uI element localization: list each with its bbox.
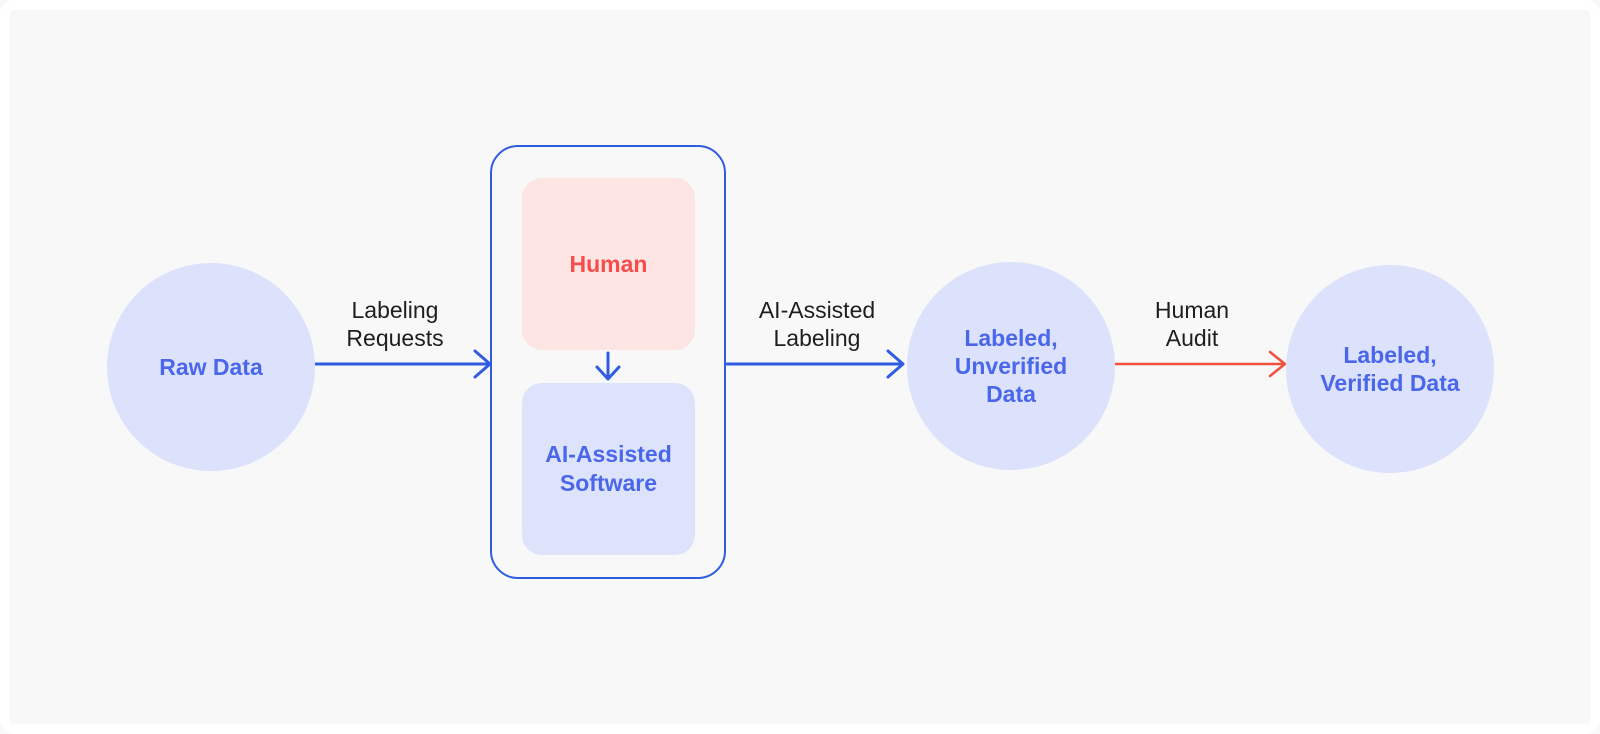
- node-ai-software: AI-Assisted Software: [522, 383, 695, 555]
- human-to-software-arrow: [595, 351, 621, 381]
- node-raw-data: Raw Data: [107, 263, 315, 471]
- node-labeled-verified: Labeled, Verified Data: [1286, 265, 1494, 473]
- node-labeled-unverified-label: Labeled, Unverified Data: [954, 324, 1068, 408]
- labeling-requests-arrow: [314, 349, 492, 379]
- edge-label-ai-assisted-labeling: AI-Assisted Labeling: [758, 297, 876, 351]
- ai-assisted-labeling-arrow: [725, 349, 905, 379]
- node-human: Human: [522, 178, 695, 350]
- arrowhead-down-icon: [595, 365, 621, 381]
- arrowhead-right-icon: [1268, 350, 1287, 378]
- node-labeled-unverified: Labeled, Unverified Data: [907, 262, 1115, 470]
- node-labeled-verified-label: Labeled, Verified Data: [1320, 341, 1460, 396]
- human-loop-container: [490, 145, 726, 579]
- node-raw-data-label: Raw Data: [159, 353, 263, 380]
- edge-label-labeling-requests: Labeling Requests: [346, 297, 444, 351]
- edge-label-human-audit: Human Audit: [1154, 297, 1230, 351]
- node-human-label: Human: [569, 250, 648, 277]
- human-audit-arrow: [1110, 350, 1287, 378]
- node-ai-software-label: AI-Assisted Software: [545, 441, 672, 496]
- arrowhead-right-icon: [886, 349, 905, 379]
